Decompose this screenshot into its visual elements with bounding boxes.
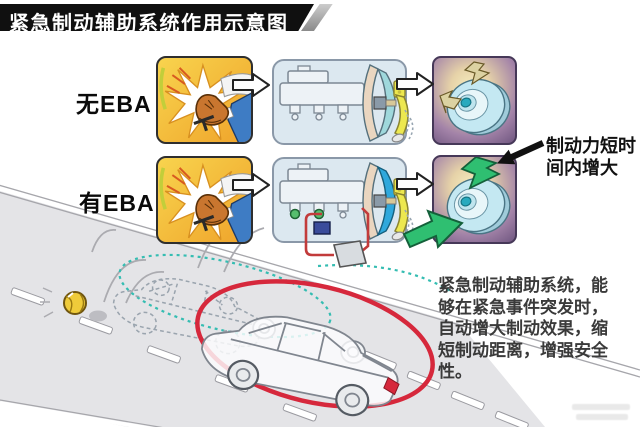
caliper-arrow-icon bbox=[463, 61, 491, 86]
pedal-panel-with-eba bbox=[156, 156, 253, 244]
brake-system-panel-with-eba bbox=[272, 157, 409, 243]
brake-system-panel-no-eba bbox=[272, 59, 409, 145]
foot-on-pedal-icon bbox=[159, 62, 251, 142]
ball-icon bbox=[63, 291, 87, 315]
brake-disc-boosted-icon bbox=[446, 157, 511, 235]
brake-disc-panel-no-eba bbox=[432, 56, 517, 145]
road-lower-edge-line bbox=[0, 399, 163, 427]
master-cylinder-icon bbox=[279, 64, 409, 143]
eba-description: 紧急制动辅助系统，能够在紧急事件突发时，自动增大制动效果，缩短制动距离，增强安全… bbox=[438, 276, 608, 381]
brake-disc-panel-with-eba bbox=[432, 155, 517, 244]
master-cylinder-eba-icon bbox=[279, 162, 409, 241]
foot-on-pedal-icon bbox=[159, 162, 251, 242]
row-label-no-eba: 无EBA bbox=[76, 91, 152, 117]
tail-light bbox=[383, 376, 400, 396]
car-illustration bbox=[200, 315, 400, 417]
pedal-panel-no-eba bbox=[156, 56, 253, 144]
force-arrow-icon bbox=[460, 157, 502, 190]
braking-force-annotation: 制动力短时间内增大 bbox=[546, 136, 636, 178]
ball-shadow bbox=[89, 310, 107, 322]
valve-icon bbox=[313, 208, 325, 220]
row-label-with-eba: 有EBA bbox=[79, 190, 155, 216]
brake-disc-icon bbox=[439, 61, 511, 136]
caliper-arrow-icon bbox=[439, 89, 463, 114]
red-highlight-outline bbox=[195, 279, 435, 409]
watermark bbox=[572, 404, 630, 424]
valve-icon bbox=[289, 208, 301, 220]
title-banner bbox=[0, 4, 314, 31]
ghost-path-outline bbox=[118, 253, 453, 339]
road-surface bbox=[0, 188, 545, 427]
page-title: 紧急制动辅助系统作用示意图 bbox=[9, 13, 289, 35]
